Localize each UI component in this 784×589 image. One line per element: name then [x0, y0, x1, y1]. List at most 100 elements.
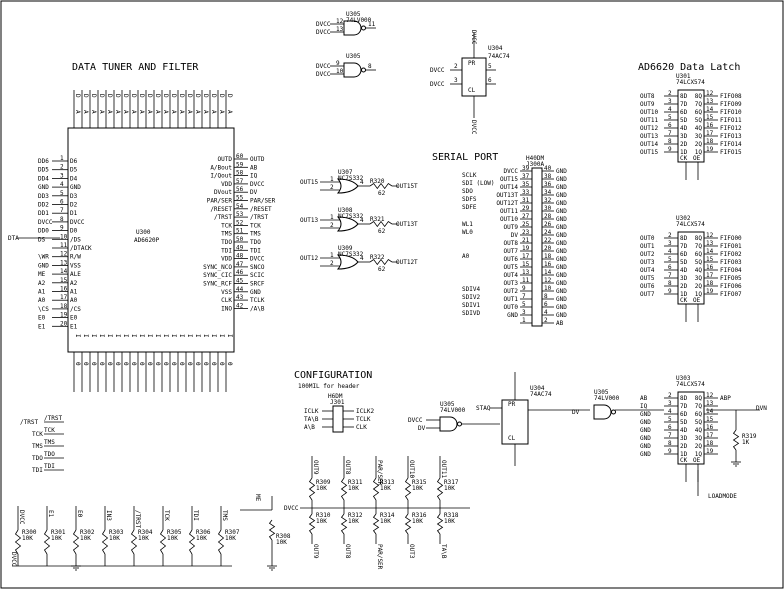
buffer-resistor	[369, 182, 393, 190]
gate-ref: U305	[346, 11, 361, 18]
latch-body	[677, 89, 705, 163]
pullup-net: IN3	[105, 510, 112, 521]
latch-d-name: 7D	[680, 101, 688, 108]
u300-right-net: TDO	[250, 239, 261, 246]
latch-d-name: 5D	[680, 259, 688, 266]
latch-d-num: 8	[668, 138, 672, 145]
latch-q-num: 18	[706, 440, 714, 447]
j300-left-num: 13	[522, 269, 530, 276]
j300-right-net: GND	[556, 192, 567, 199]
pullup-ref: R306	[196, 529, 211, 536]
buffer-ref: U308	[338, 207, 353, 214]
latch-in-net: GND	[640, 419, 651, 426]
u300-top-pin-label: A	[202, 110, 209, 114]
u300-right-pin-name: TDO	[221, 239, 232, 246]
u300-top-pin-label: A	[138, 110, 145, 114]
j300-right-num: 36	[544, 181, 552, 188]
ff-vcc-net: DVCC	[470, 30, 477, 45]
buffer-pin-num: 4	[360, 217, 364, 224]
latch-out-net: FIFO02	[720, 251, 742, 258]
buffer-output-net: OUT15T	[396, 183, 418, 190]
u300-left-pin-num: 16	[60, 286, 68, 293]
buffer-resistor	[369, 258, 393, 266]
latch-d-num: 3	[668, 400, 672, 407]
mode-resistor	[436, 513, 444, 535]
latch-clock: CK	[680, 297, 688, 304]
pullup-resistor	[159, 529, 167, 555]
gate-ref: U305	[346, 53, 361, 60]
serial-port-label: A0	[462, 253, 470, 260]
u300-right-net: SRCF	[250, 281, 265, 288]
j300-left-net: OUT8	[504, 240, 519, 247]
u300-right-pin-num: 45	[236, 278, 244, 285]
latch-q-num: 16	[706, 122, 714, 129]
latch-in-net: OUT5	[640, 275, 655, 282]
u300-left-pin-num: 7	[60, 207, 64, 214]
u300-right-pin-num: 49	[236, 244, 244, 251]
u300-left-pin-name: A1	[70, 289, 78, 296]
u300-left-pin-num: 8	[60, 216, 64, 223]
u300-bottom-pin-label: I	[114, 334, 121, 338]
u300-right-pin-name: CLK	[221, 297, 232, 304]
or-gate	[336, 216, 359, 232]
serial-port-label: WL1	[462, 221, 473, 228]
u300-top-pin-label: A	[90, 110, 97, 114]
u300-right-net: IQ	[250, 173, 258, 180]
u300-top-pin-label: A	[210, 110, 217, 114]
latch-q-name: 5Q	[695, 419, 703, 426]
u300-bottom-pin-label: 0	[170, 362, 177, 366]
mode-bot-net: PAR/SER	[376, 544, 383, 570]
latch-d-num: 4	[668, 408, 672, 415]
mode-top-ref: R309	[316, 479, 331, 486]
j300-right-net: GND	[556, 208, 567, 215]
u300-left-pin-name: D1	[70, 210, 78, 217]
buffer-res-ref: R320	[370, 178, 385, 185]
mode-resistor	[340, 513, 348, 535]
u300-left-net: DD2	[38, 202, 49, 209]
u300-left-net: GND	[38, 184, 49, 191]
latch-in-net: GND	[640, 443, 651, 450]
pullup-resistor	[14, 529, 22, 555]
latch-ref: U303	[676, 375, 691, 382]
nand2-gate	[593, 404, 616, 420]
u300-top-pin-label: A	[98, 110, 105, 114]
latch-d-num: 2	[668, 232, 672, 239]
latch-d-num: 7	[668, 130, 672, 137]
pullup-ref: R303	[109, 529, 124, 536]
u300-right-pin-num: 51	[236, 228, 244, 235]
latch-q-name: 3Q	[695, 275, 703, 282]
u300-right-pin-name: TMS	[221, 231, 232, 238]
j300-left-net: OUT13T	[496, 192, 518, 199]
u300-left-pin-name: E1	[70, 323, 78, 330]
u300-bottom-pin-label: 0	[74, 362, 81, 366]
latch-out-net: FIFO12	[720, 125, 742, 132]
u300-left-net: DD1	[38, 210, 49, 217]
u300-left-net: A2	[38, 280, 46, 287]
j300-left-num: 11	[522, 277, 530, 284]
or-gate	[336, 254, 359, 270]
serial-port-label: SDO	[462, 188, 473, 195]
j300-left-net: OUT2	[504, 288, 519, 295]
latch-q-num: 19	[706, 448, 714, 455]
j300-right-num: 32	[544, 197, 552, 204]
u300-right-net: DV	[250, 189, 258, 196]
u300-right-pin-name: VSS	[221, 289, 232, 296]
u300-left-pin-name: ALE	[70, 271, 81, 278]
latch-q-num: 15	[706, 114, 714, 121]
nand-input-net: DVCC	[408, 417, 423, 424]
latch-out-net: ABP	[720, 395, 731, 402]
j300-right-num: 10	[544, 285, 552, 292]
mode-top-ref: R313	[380, 479, 395, 486]
j301-right-net: ICLK2	[356, 408, 374, 415]
u300-top-pin-label: D	[186, 94, 193, 98]
j300-right-num: 8	[544, 293, 548, 300]
u300-right-pin-name: SYNC_RCF	[203, 281, 232, 288]
u300-top-pin-label: D	[202, 94, 209, 98]
u300-right-pin-num: 54	[236, 203, 244, 210]
u300-left-pin-name: D4	[70, 175, 78, 182]
u300-left-pin-name: E0	[70, 315, 78, 322]
ff-ref: U304	[488, 45, 503, 52]
latch-q-num: 17	[706, 432, 714, 439]
latch-d-num: 5	[668, 114, 672, 121]
buffer-output-net: OUT13T	[396, 221, 418, 228]
